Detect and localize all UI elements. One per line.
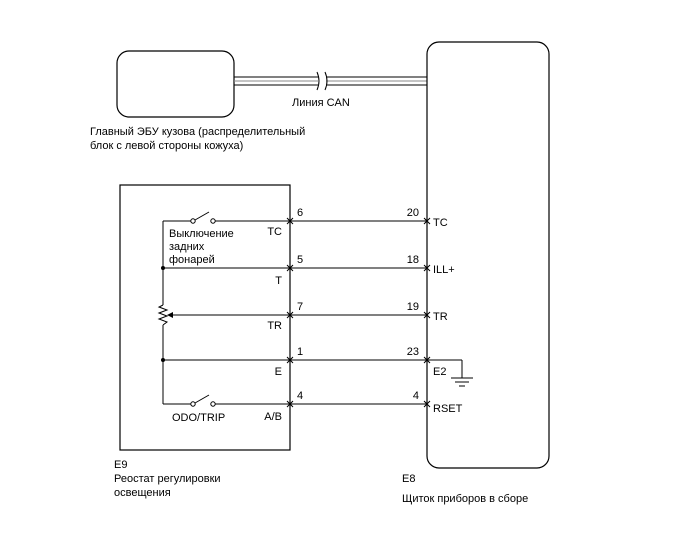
main-body-ecu-box [116, 50, 235, 118]
tail-switch-label-line2: задних [169, 241, 205, 253]
rheostat-name-line1: Реостат регулировки [114, 473, 221, 485]
meter-terminal-name: E2 [433, 366, 446, 378]
can-line [234, 71, 427, 91]
rheostat-terminal-name: E [275, 366, 282, 378]
ground-symbol [427, 359, 473, 387]
meter-terminal-name: TR [433, 311, 448, 323]
ecu-label-line1: Главный ЭБУ кузова (распределительный [90, 126, 305, 138]
meter-pin-number: 4 [413, 390, 419, 402]
rheostat-box [119, 184, 291, 451]
meter-pin-number: 19 [407, 301, 419, 313]
meter-pin-number: 18 [407, 254, 419, 266]
rheostat-pin-number: 4 [297, 390, 303, 402]
rheostat-terminal-name: TC [267, 226, 282, 238]
meter-pin-number: 20 [407, 207, 419, 219]
rheostat-name-line2: освещения [114, 487, 171, 499]
meter-pin-number: 23 [407, 346, 419, 358]
odo-trip-switch-label: ODO/TRIP [172, 412, 225, 424]
rheostat-internal-circuit [157, 211, 290, 407]
meter-terminal-name: ILL+ [433, 264, 455, 276]
rheostat-connector-marks [286, 217, 294, 408]
tail-switch-label-line3: фонарей [169, 254, 215, 266]
tail-switch-label-line1: Выключение [169, 228, 234, 240]
meter-code: E8 [402, 473, 415, 485]
rheostat-terminal-name: A/B [264, 411, 282, 423]
rheostat-pin-number: 7 [297, 301, 303, 313]
meter-terminal-name: TC [433, 217, 448, 229]
combination-meter-box [426, 41, 550, 469]
rheostat-pin-number: 1 [297, 346, 303, 358]
rheostat-pin-number: 6 [297, 207, 303, 219]
harness-wires [290, 220, 427, 405]
rheostat-code: E9 [114, 459, 127, 471]
meter-name: Щиток приборов в сборе [402, 493, 528, 505]
rheostat-pin-number: 5 [297, 254, 303, 266]
rheostat-terminal-name: TR [267, 320, 282, 332]
can-line-label: Линия CAN [292, 97, 350, 109]
ecu-label-line2: блок с левой стороны кожуха) [90, 140, 243, 152]
rheostat-terminal-name: T [275, 275, 282, 287]
meter-terminal-name: RSET [433, 403, 463, 415]
